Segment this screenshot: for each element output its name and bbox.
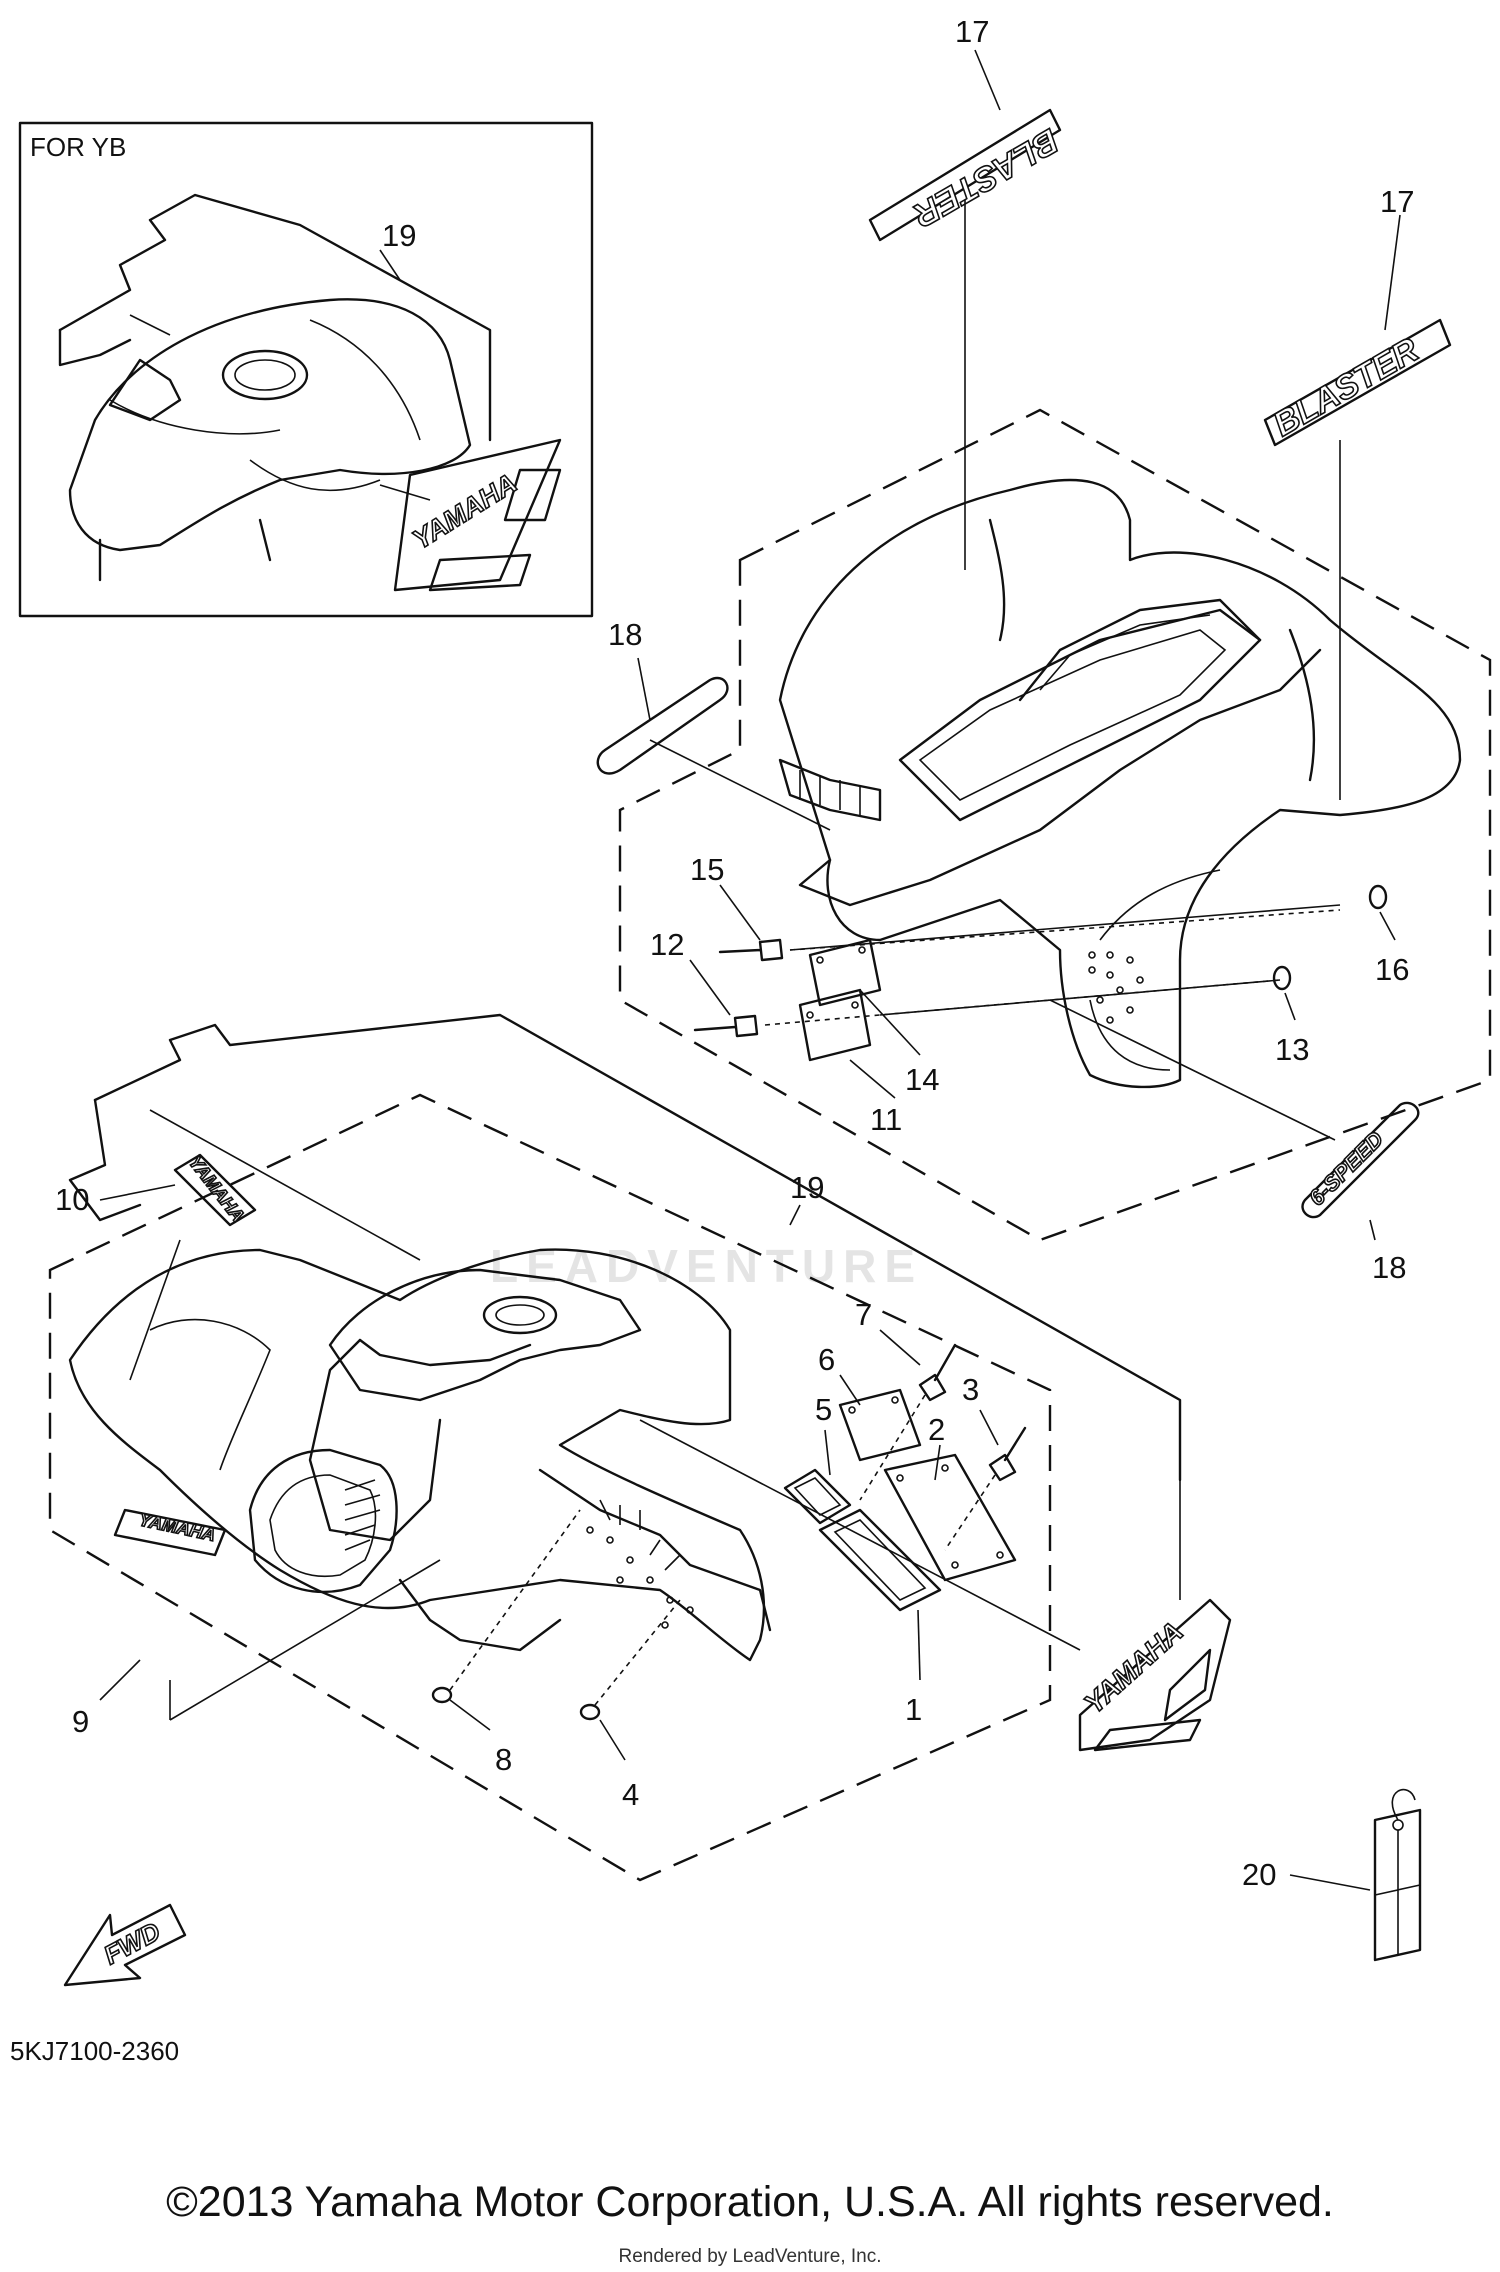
bolt-7 xyxy=(918,1343,957,1402)
blaster-decal-right: BLASTER xyxy=(1263,318,1452,447)
callout-left-18: 18 xyxy=(608,617,642,652)
callout-10: 10 xyxy=(55,1182,89,1217)
part-2 xyxy=(883,1453,1017,1582)
watermark: LEADVENTURE xyxy=(490,1240,923,1292)
rendered-by: Rendered by LeadVenture, Inc. xyxy=(618,2246,882,2267)
front-fender-body xyxy=(68,1248,766,1662)
decal-18-left xyxy=(596,676,729,775)
tag-20 xyxy=(1373,1788,1422,1962)
bolt-3 xyxy=(988,1426,1027,1482)
blaster-decal-top-text: BLASTER xyxy=(907,121,1065,234)
rear-dashed-outline xyxy=(618,408,1492,1242)
callout-5: 5 xyxy=(815,1392,832,1427)
callout-right-17: 17 xyxy=(1380,184,1414,219)
rear-fender-body xyxy=(778,478,1462,1089)
callout-front-19: 19 xyxy=(790,1170,824,1205)
inset-front-fender xyxy=(68,298,472,582)
callout-20: 20 xyxy=(1242,1857,1276,1892)
part-1 xyxy=(818,1508,942,1612)
washer-8 xyxy=(431,1686,453,1704)
front-decal-outline xyxy=(93,1013,1182,1482)
callout-1: 1 xyxy=(905,1692,922,1727)
callout-4: 4 xyxy=(622,1777,639,1812)
callout-6: 6 xyxy=(818,1342,835,1377)
blaster-decal-right-text: BLASTER xyxy=(1267,331,1425,444)
callout-8: 8 xyxy=(495,1742,512,1777)
rear-fender-assembly xyxy=(618,408,1492,1242)
inset-frame xyxy=(18,121,594,618)
washer-16 xyxy=(1368,884,1388,910)
fwd-arrow: FWD xyxy=(63,1903,187,1987)
callout-11: 11 xyxy=(870,1102,902,1137)
six-speed-decal: 6-SPEED xyxy=(1301,1101,1420,1219)
inset-decal-outline xyxy=(58,193,492,442)
front-plate-parts xyxy=(783,1388,1017,1612)
callout-right-18: 18 xyxy=(1372,1250,1406,1285)
six-speed-text: 6-SPEED xyxy=(1304,1126,1388,1210)
blaster-decal-top: BLASTER xyxy=(868,108,1066,242)
bolt-15 xyxy=(718,938,784,962)
part-5 xyxy=(783,1468,852,1525)
yamaha-decal-10: YAMAHA xyxy=(173,1151,257,1226)
rear-fender-holes xyxy=(1088,951,1144,1024)
front-fender-tank-top xyxy=(328,1268,642,1402)
headlight-frame xyxy=(248,1448,398,1594)
copyright-notice: ©2013 Yamaha Motor Corporation, U.S.A. A… xyxy=(166,2178,1334,2226)
callout-15: 15 xyxy=(690,852,724,887)
callout-inset-19: 19 xyxy=(382,218,416,253)
washer-4 xyxy=(579,1703,601,1721)
callout-2: 2 xyxy=(928,1412,945,1447)
yamaha-side-decal-text: YAMAHA xyxy=(1078,1616,1189,1720)
callout-top-17: 17 xyxy=(955,14,989,49)
rear-storage-box xyxy=(898,608,1262,822)
front-fender-assembly xyxy=(48,1093,1052,1882)
callout-9: 9 xyxy=(72,1704,89,1739)
inset-for-yb: FOR YB YAMAHA 19 xyxy=(18,121,594,618)
yamaha-decal-9-text: YAMAHA xyxy=(137,1509,217,1545)
front-fender-hood xyxy=(308,1338,442,1542)
callout-7: 7 xyxy=(855,1297,872,1332)
callout-13: 13 xyxy=(1275,1032,1309,1067)
callout-3: 3 xyxy=(962,1372,979,1407)
callout-16: 16 xyxy=(1375,952,1409,987)
callout-14: 14 xyxy=(905,1062,939,1097)
front-dashed-outline xyxy=(48,1093,1052,1882)
inset-label: FOR YB xyxy=(30,132,126,162)
callout-12: 12 xyxy=(650,927,684,962)
inset-yamaha-decal: YAMAHA xyxy=(393,438,562,592)
headlight-grille xyxy=(344,1479,381,1551)
diagram-code: 5KJ7100-2360 xyxy=(10,2036,179,2066)
inset-yamaha-text: YAMAHA xyxy=(407,468,522,555)
part-6 xyxy=(838,1388,922,1462)
washer-13 xyxy=(1272,965,1292,991)
bolt-12 xyxy=(693,1014,759,1038)
yamaha-side-decal: YAMAHA xyxy=(1077,1598,1232,1752)
rear-plate-bracket xyxy=(798,938,882,1062)
